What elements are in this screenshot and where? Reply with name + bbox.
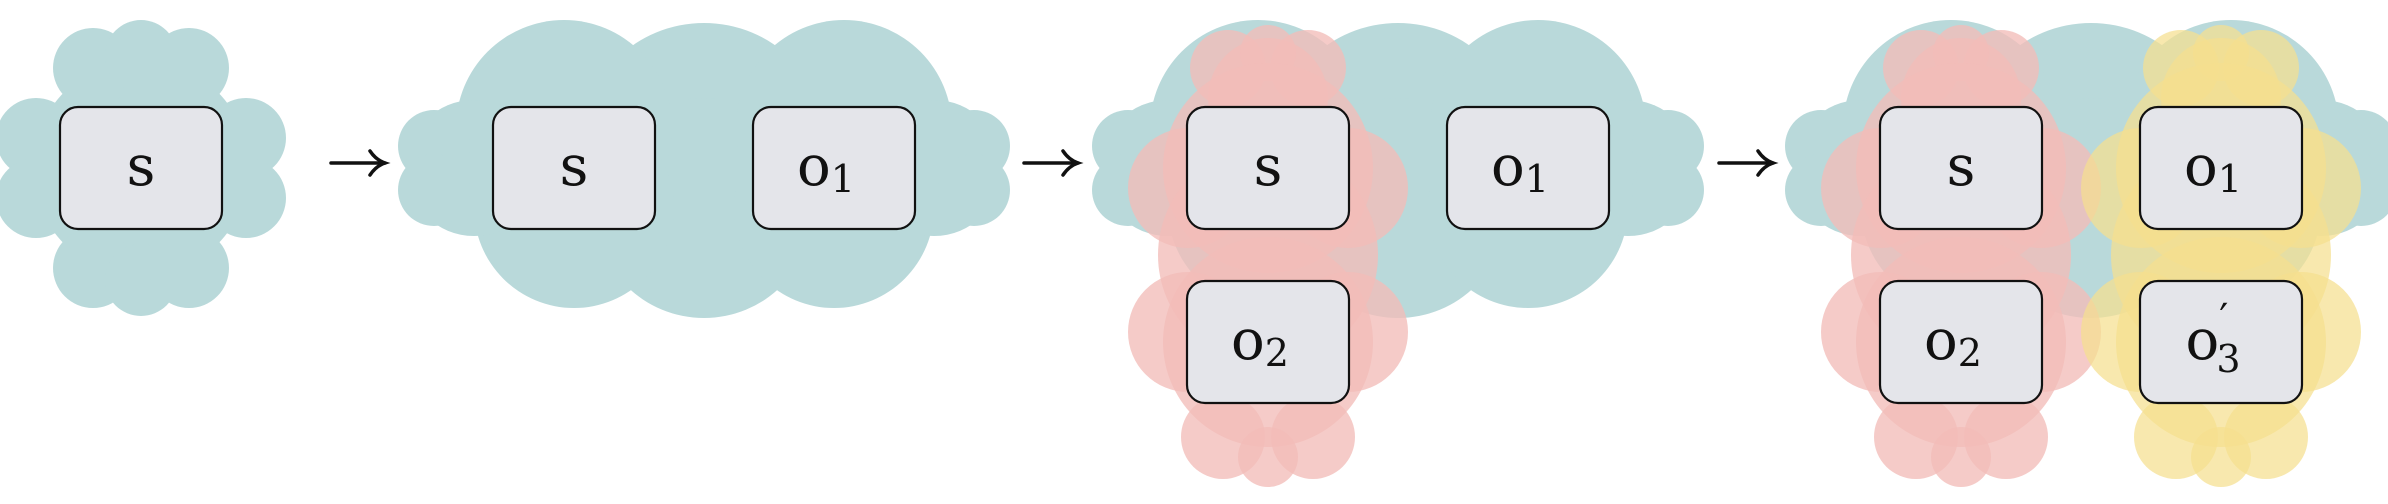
node-box: [1445, 105, 1611, 231]
nodes-layer: s s o1 s o1 o2 s o1 o2 o′3: [58, 105, 2304, 405]
node-box: [1878, 105, 2044, 231]
node-o2: o2: [1185, 279, 1351, 405]
clouds-layer: [0, 20, 2388, 487]
node-box: [751, 105, 917, 231]
node-label: o′3: [2186, 296, 2241, 381]
node-label: s: [1254, 134, 1283, 199]
cloud-teal-stage-2: [398, 20, 1010, 318]
node-box: [2138, 105, 2304, 231]
node-box: [1185, 105, 1351, 231]
node-s: s: [1878, 105, 2044, 231]
stage-2: s o1: [491, 105, 917, 231]
node-label: o1: [797, 134, 855, 201]
node-label: s: [1947, 134, 1976, 199]
node-o1: o1: [751, 105, 917, 231]
node-label-subscript: 1: [1525, 157, 1549, 201]
arrow-2: [1022, 149, 1084, 177]
node-label: s: [560, 134, 589, 199]
node-label: o2: [1924, 308, 1982, 375]
node-label-subscript: 1: [831, 157, 855, 201]
node-label: s: [127, 134, 156, 199]
node-label: o1: [1491, 134, 1549, 201]
node-label-subscript: 1: [2218, 157, 2242, 201]
node-s: s: [491, 105, 657, 231]
node-s: s: [58, 105, 224, 231]
node-s: s: [1185, 105, 1351, 231]
node-box: [58, 105, 224, 231]
stage-1: s: [58, 105, 224, 231]
node-box: [2138, 279, 2304, 405]
node-label-subscript: 3: [2216, 337, 2240, 381]
node-label-subscript: 2: [1265, 331, 1289, 375]
node-o1: o1: [1445, 105, 1611, 231]
node-o3p: o′3: [2138, 279, 2304, 405]
stage-4: s o1 o2 o′3: [1878, 105, 2304, 405]
node-o1: o1: [2138, 105, 2304, 231]
arrow-3: [1717, 149, 1779, 177]
arrows-layer: [329, 149, 1779, 177]
stage-3: s o1 o2: [1185, 105, 1611, 405]
node-box: [1878, 279, 2044, 405]
node-label: o1: [2184, 134, 2242, 201]
node-box: [491, 105, 657, 231]
node-label-subscript: 2: [1958, 331, 1982, 375]
arrow-1: [329, 149, 391, 177]
node-label: o2: [1231, 308, 1289, 375]
node-box: [1185, 279, 1351, 405]
node-label-prime: ′: [2219, 296, 2228, 342]
node-o2: o2: [1878, 279, 2044, 405]
